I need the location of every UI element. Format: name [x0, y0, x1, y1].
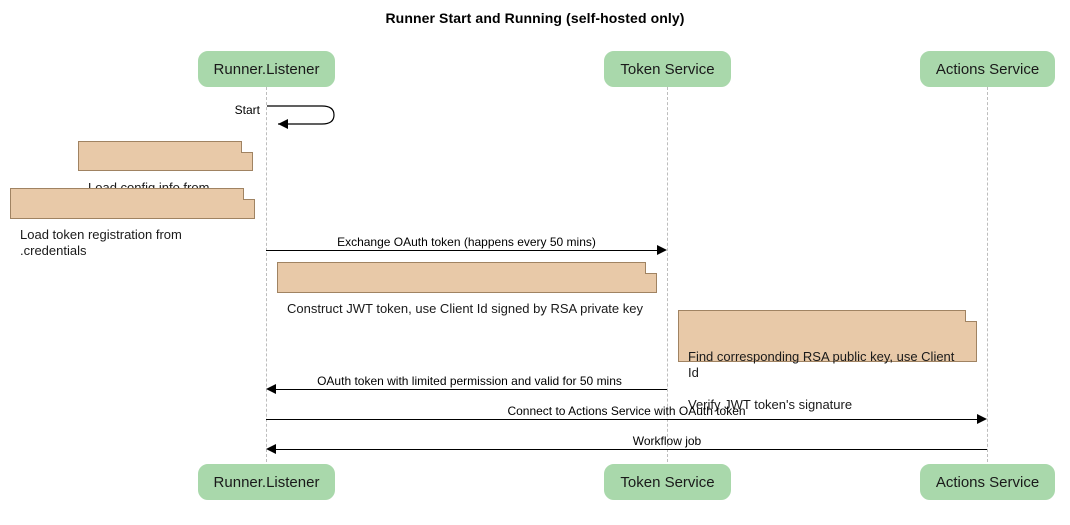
participant-label: Actions Service	[935, 473, 1040, 491]
lifeline-actions	[987, 87, 988, 462]
participant-label: Token Service	[620, 473, 715, 491]
participant-token-top[interactable]: Token Service	[604, 51, 731, 87]
note-fold-icon	[645, 262, 657, 274]
participant-label: Runner.Listener	[213, 60, 320, 78]
note-text: Construct JWT token, use Client Id signe…	[287, 301, 643, 316]
message-label-connect: Connect to Actions Service with OAuth to…	[507, 404, 746, 418]
participant-label: Runner.Listener	[213, 473, 320, 491]
participant-token-bottom[interactable]: Token Service	[604, 464, 731, 500]
note-text: Load token registration from .credential…	[20, 227, 182, 258]
participant-runner-top[interactable]: Runner.Listener	[198, 51, 335, 87]
message-line-exchange	[266, 250, 661, 251]
participant-label: Actions Service	[935, 60, 1040, 78]
arrow-head-exchange	[657, 245, 667, 255]
lifeline-token	[667, 87, 668, 462]
message-label-exchange: Exchange OAuth token (happens every 50 m…	[337, 235, 596, 249]
message-start-selfloop	[264, 102, 344, 132]
note-verify-jwt: Find corresponding RSA public key, use C…	[678, 310, 977, 412]
message-label-oauth-return: OAuth token with limited permission and …	[317, 374, 622, 388]
lifeline-runner	[266, 87, 267, 462]
note-fold-icon	[243, 188, 255, 200]
participant-actions-top[interactable]: Actions Service	[920, 51, 1055, 87]
note-construct-jwt: Construct JWT token, use Client Id signe…	[277, 262, 657, 316]
participant-label: Token Service	[620, 60, 715, 78]
page-title: Runner Start and Running (self-hosted on…	[385, 10, 685, 26]
note-text-line2: Verify JWT token's signature	[688, 397, 853, 412]
message-line-connect	[266, 419, 981, 420]
message-line-workflow	[272, 449, 987, 450]
message-label-workflow: Workflow job	[632, 434, 702, 448]
arrow-head-connect	[977, 414, 987, 424]
message-label-start: Start	[234, 103, 260, 117]
note-text-line1: Find corresponding RSA public key, use C…	[688, 349, 955, 380]
arrow-head-workflow	[266, 444, 276, 454]
note-fold-icon	[965, 310, 977, 322]
participant-runner-bottom[interactable]: Runner.Listener	[198, 464, 335, 500]
participant-actions-bottom[interactable]: Actions Service	[920, 464, 1055, 500]
note-load-config: Load config info from .runner	[78, 141, 253, 211]
note-fold-icon	[241, 141, 253, 153]
note-load-token-registration: Load token registration from .credential…	[10, 188, 255, 258]
arrow-head-oauth-return	[266, 384, 276, 394]
message-line-oauth-return	[272, 389, 667, 390]
